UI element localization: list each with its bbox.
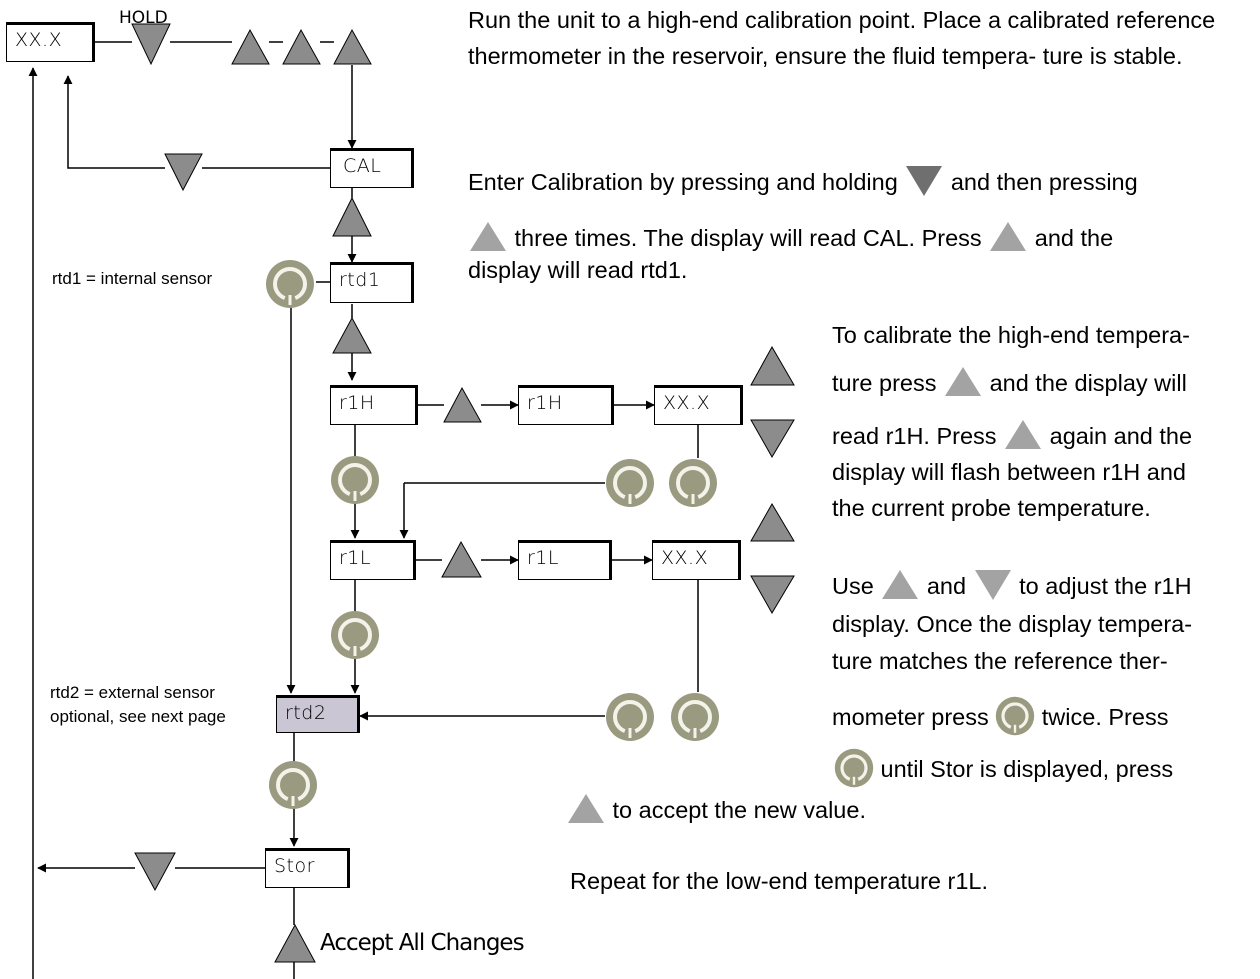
display-readout: XX.X — [6, 22, 95, 62]
up-arrow-button-icon — [470, 221, 506, 251]
up-arrow-button-icon — [441, 540, 482, 578]
up-arrow-button-icon — [443, 386, 482, 423]
cycle-button-icon — [330, 455, 380, 505]
up-arrow-button-icon — [1005, 419, 1042, 449]
instruction-paragraph-3-line5: the current probe temperature. — [832, 495, 1151, 521]
instruction-paragraph-2b: three times. The display will read CAL. … — [468, 221, 1113, 256]
rtd1-note: rtd1 = internal sensor — [52, 269, 213, 288]
instruction-paragraph-2a: Enter Calibration by pressing and holdin… — [468, 165, 1138, 201]
instruction-paragraph-3-line4: display will flash between r1H and — [832, 459, 1186, 485]
up-arrow-button-icon — [750, 503, 795, 542]
up-arrow-button-icon — [882, 569, 919, 599]
up-arrow-button-icon — [332, 196, 372, 237]
up-arrow-button-icon — [332, 316, 372, 354]
instruction-paragraph-4-line5: until Stor is displayed, press — [834, 748, 1173, 791]
cycle-button-icon — [834, 748, 874, 788]
hold-label: HOLD — [119, 8, 168, 28]
instruction-paragraph-4-line2: display. Once the display tempera- — [832, 611, 1193, 637]
down-arrow-button-icon — [164, 153, 203, 192]
display-r1h-temp: XX.X — [654, 385, 743, 425]
cycle-button-icon — [995, 696, 1036, 736]
cycle-button-icon — [668, 458, 718, 508]
cycle-button-icon — [670, 692, 720, 742]
arrow-exit-to-display — [63, 75, 165, 169]
up-arrow-button-icon — [945, 366, 982, 396]
display-r1l-temp: XX.X — [652, 540, 741, 580]
down-arrow-button-icon — [906, 165, 943, 196]
cycle-button-icon — [605, 692, 655, 742]
instruction-paragraph-5: Repeat for the low-end temperature r1L. — [570, 868, 989, 894]
display-r1h-flash: r1H — [518, 385, 614, 425]
display-stor: Stor — [265, 848, 350, 888]
rtd2-note-line2: optional, see next page — [50, 707, 226, 726]
instruction-paragraph-4-line1: Use and to adjust the r1H — [832, 569, 1192, 605]
cycle-button-icon — [330, 610, 380, 660]
cycle-button-icon — [265, 259, 315, 309]
instruction-paragraph-3-line3: read r1H. Press again and the — [832, 419, 1192, 454]
down-arrow-button-icon — [974, 569, 1011, 600]
down-arrow-button-icon — [750, 419, 795, 458]
display-rtd2: rtd2 — [276, 695, 360, 733]
instruction-paragraph-1: Run the unit to a high-end calibration p… — [468, 7, 1216, 69]
accept-all-changes-label: Accept All Changes — [320, 930, 525, 956]
up-arrow-button-icon — [990, 221, 1027, 251]
display-rtd1: rtd1 — [330, 262, 414, 303]
instruction-paragraph-2c: display will read rtd1. — [468, 257, 688, 283]
down-arrow-button-icon — [750, 575, 795, 614]
cycle-button-icon — [605, 458, 655, 508]
up-arrow-button-icon — [333, 28, 372, 65]
cycle-button-icon — [268, 760, 318, 810]
display-r1l: r1L — [330, 540, 416, 580]
up-arrow-button-icon — [274, 923, 316, 963]
display-r1l-flash: r1L — [518, 540, 612, 580]
up-arrow-button-icon — [750, 345, 795, 386]
display-cal: CAL — [330, 148, 414, 188]
instruction-paragraph-4-line4: mometer press twice. Press — [832, 696, 1168, 739]
instruction-paragraph-4-line3: ture matches the reference ther- — [832, 648, 1168, 674]
instruction-paragraph-3-line2: ture press and the display will — [832, 366, 1187, 401]
down-arrow-button-icon — [134, 852, 176, 892]
instruction-paragraph-4-line6: to accept the new value. — [566, 793, 866, 828]
up-arrow-button-icon — [568, 793, 604, 823]
instruction-paragraph-3-line1: To calibrate the high-end tempera- — [832, 322, 1190, 348]
down-arrow-button-icon — [131, 23, 171, 66]
rtd2-note-line1: rtd2 = external sensor — [50, 683, 215, 702]
up-arrow-button-icon — [231, 28, 270, 65]
up-arrow-button-icon — [282, 28, 321, 65]
display-r1h: r1H — [330, 385, 418, 425]
